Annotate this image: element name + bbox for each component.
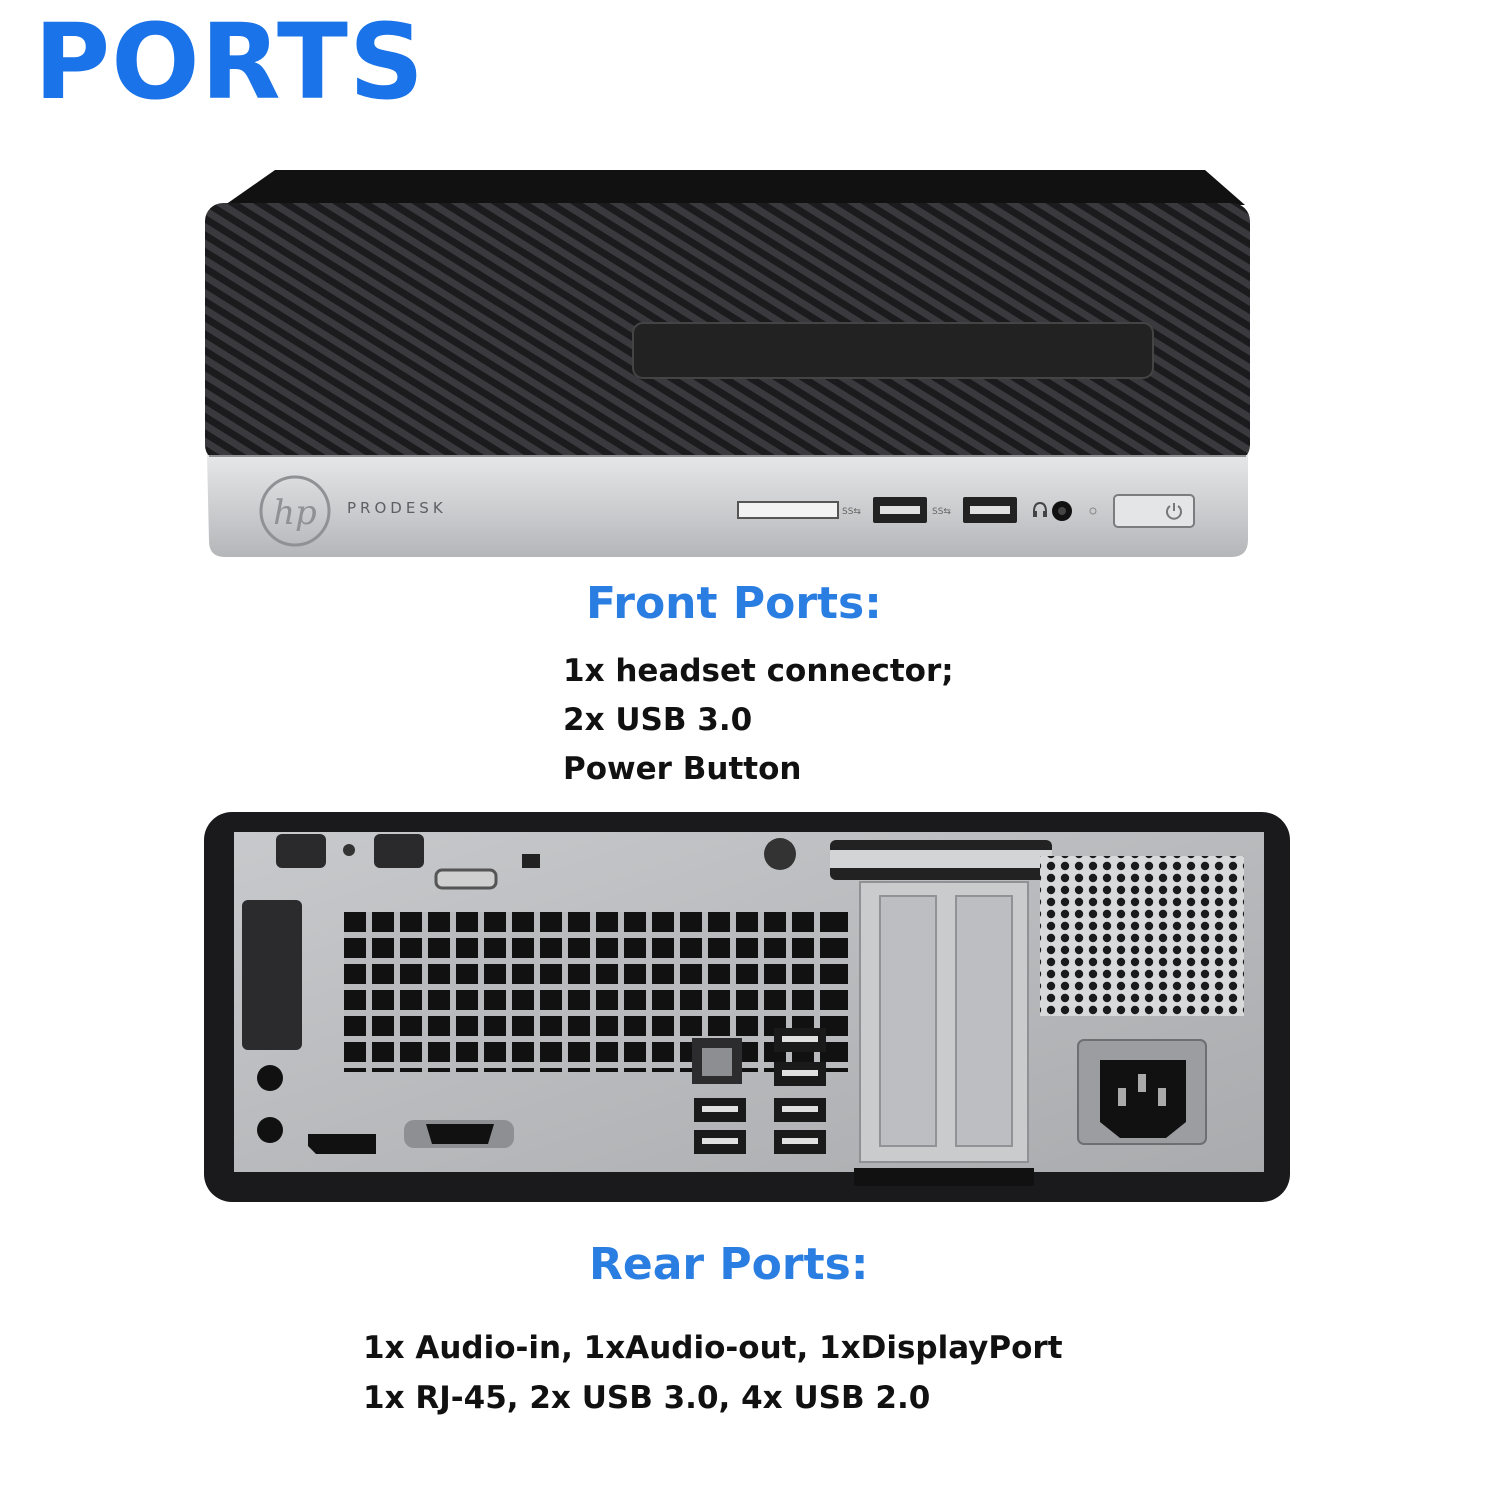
pc-rear-image <box>204 812 1290 1202</box>
svg-text:SS⇆: SS⇆ <box>842 507 861 517</box>
usb-superspeed-icon: SS⇆ <box>842 507 861 517</box>
rear-ports-list: 1x Audio-in, 1xAudio-out, 1xDisplayPort … <box>363 1323 1063 1423</box>
front-usb-port-2 <box>963 497 1017 523</box>
pc-front-image <box>205 170 1250 557</box>
headset-jack <box>1052 501 1072 521</box>
power-button <box>1113 494 1195 528</box>
prodesk-label: PRODESK <box>347 499 447 517</box>
headset-icon <box>1033 501 1047 517</box>
list-item: 2x USB 3.0 <box>563 702 753 738</box>
rear-ports-heading: Rear Ports: <box>589 1239 869 1290</box>
list-item: Power Button <box>563 751 802 787</box>
front-usb-port-1 <box>873 497 927 523</box>
prodesk-text: PRODESK <box>347 499 447 517</box>
usb-superspeed-icon: SS⇆ <box>932 507 951 517</box>
front-ports-list: 1x headset connector; 2x USB 3.0 Power B… <box>563 647 954 794</box>
front-ports-heading: Front Ports: <box>586 578 882 629</box>
page-title: PORTS <box>34 1 425 123</box>
sd-card-slot <box>737 501 839 519</box>
list-item: 1x headset connector; <box>563 653 954 689</box>
power-icon <box>1166 503 1182 520</box>
hp-logo: hp <box>259 475 331 547</box>
list-item: 1x RJ-45, 2x USB 3.0, 4x USB 2.0 <box>363 1380 931 1416</box>
activity-led <box>1089 507 1097 515</box>
hp-logo-text: hp <box>273 493 317 533</box>
list-item: 1x Audio-in, 1xAudio-out, 1xDisplayPort <box>363 1330 1063 1366</box>
svg-text:SS⇆: SS⇆ <box>932 507 951 517</box>
